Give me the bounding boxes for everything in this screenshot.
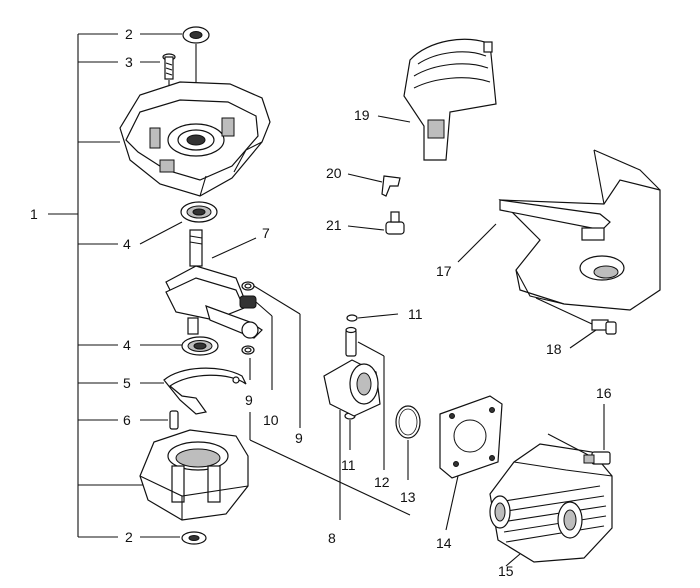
callout-12: 12 (374, 474, 390, 490)
callout-6: 6 (123, 412, 131, 428)
piston (323, 359, 381, 520)
bolt-18 (535, 297, 617, 349)
clip-20 (347, 173, 401, 197)
callout-13: 13 (400, 489, 416, 505)
callout-17: 17 (436, 263, 452, 279)
callout-9-right: 9 (295, 430, 303, 446)
callout-19: 19 (354, 107, 370, 123)
callout-20: 20 (326, 165, 342, 181)
assembly-bracket (48, 33, 145, 538)
callout-9-left: 9 (245, 392, 253, 408)
cylinder-cover-17 (457, 149, 661, 311)
callout-1: 1 (30, 206, 38, 222)
callout-7: 7 (262, 225, 270, 241)
crankcase-lower (139, 429, 249, 521)
screw-21 (347, 211, 405, 235)
callout-11-upper: 11 (408, 306, 423, 322)
air-guide-19 (377, 38, 497, 161)
crankcase-gasket (140, 367, 247, 415)
crankshaft (165, 229, 263, 339)
spark-plug (547, 404, 611, 465)
callout-2-bottom: 2 (125, 529, 133, 545)
callout-21: 21 (326, 217, 342, 233)
callout-14: 14 (436, 535, 452, 551)
callout-8: 8 (328, 530, 336, 546)
circlip-lower (344, 412, 356, 450)
small-end-parts (239, 281, 411, 516)
callout-10: 10 (263, 412, 279, 428)
piston-ring (395, 405, 421, 480)
callout-3: 3 (125, 54, 133, 70)
piston-pin (345, 326, 385, 470)
callout-labels: 1 2 3 4 7 4 5 6 2 9 10 9 8 11 11 12 13 1… (30, 26, 612, 579)
callout-18: 18 (546, 341, 562, 357)
callout-4-lower: 4 (123, 337, 131, 353)
callout-4-upper: 4 (123, 236, 131, 252)
circlip-upper (346, 313, 399, 322)
callout-5: 5 (123, 375, 131, 391)
callout-16: 16 (596, 385, 612, 401)
bearing-lower (140, 336, 219, 356)
bearing-upper (139, 201, 218, 245)
cylinder (489, 443, 613, 567)
crankcase-upper (119, 81, 271, 197)
oil-seal-top (140, 26, 210, 140)
dowel-pin (140, 410, 179, 430)
callout-11-lower: 11 (341, 457, 356, 473)
cylinder-gasket (439, 395, 503, 531)
callout-15: 15 (498, 563, 514, 579)
callout-2-top: 2 (125, 26, 133, 42)
oil-seal-bottom (140, 531, 207, 545)
